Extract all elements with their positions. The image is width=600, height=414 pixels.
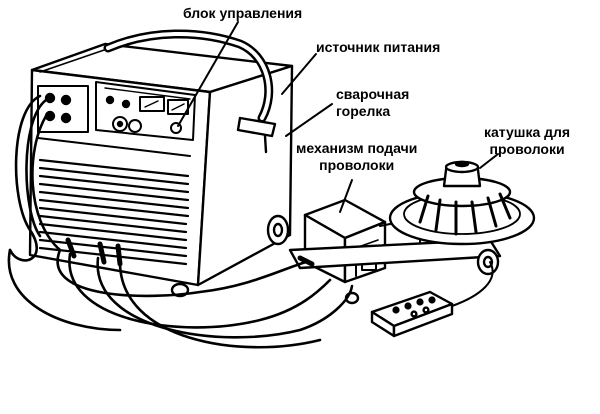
leader-power-source (281, 53, 317, 95)
leader-spool (479, 153, 499, 169)
label-wire-feeder-line1: механизм подачи (296, 140, 418, 156)
label-wire-feeder-line2: проволоки (319, 157, 395, 173)
label-wire-spool: катушка для проволоки (484, 124, 570, 158)
label-power-source: источник питания (316, 39, 441, 55)
label-welding-torch-line1: сварочная (336, 86, 410, 102)
leader-feeder (339, 179, 353, 213)
control-panel (95, 81, 196, 141)
label-wire-spool-line1: катушка для (484, 124, 571, 140)
label-control-unit: блок управления (183, 5, 303, 21)
label-welding-torch-line2: горелка (336, 103, 391, 119)
leader-torch (285, 103, 333, 137)
trolley (288, 238, 502, 305)
label-welding-torch: сварочная горелка (336, 86, 409, 120)
left-sockets (37, 85, 191, 157)
label-wire-spool-line2: проволоки (489, 141, 565, 157)
leader-control-unit (177, 21, 239, 127)
torch-hose (103, 29, 277, 154)
label-wire-feeder: механизм подачи проволоки (296, 140, 417, 174)
leader-lines (177, 21, 499, 213)
wire-spool (388, 160, 536, 246)
remote-control-box (370, 261, 494, 338)
cables (7, 94, 354, 349)
ventilation-grille (38, 158, 190, 266)
